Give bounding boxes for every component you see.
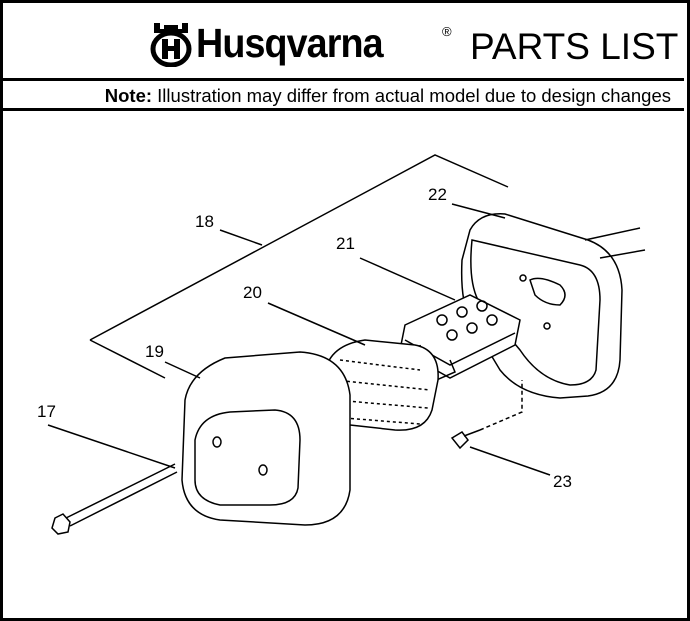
note-label: Note: [104, 85, 153, 106]
exploded-parts-diagram [47, 154, 646, 535]
assembly-bracket-18 [89, 154, 509, 379]
front-cover-19 [164, 351, 351, 526]
note-body: Illustration may differ from actual mode… [152, 85, 671, 106]
part-label-20: 20 [243, 283, 262, 302]
note-text: Note: Illustration may differ from actua… [105, 85, 671, 107]
screw-23 [450, 380, 551, 476]
part-label-19: 19 [145, 342, 164, 361]
part-label-21: 21 [336, 234, 355, 253]
part-label-22: 22 [428, 185, 447, 204]
part-label-17: 17 [37, 402, 56, 421]
note-bar: Note: Illustration may differ from actua… [0, 81, 684, 111]
registered-mark: ® [442, 24, 452, 39]
brand-name: Husqvarna [196, 20, 384, 66]
husqvarna-logo: Husqvarna [150, 20, 399, 67]
crown-h-logo-icon [150, 22, 192, 67]
header: Husqvarna ® PARTS LIST [0, 0, 684, 81]
part-label-18: 18 [195, 212, 214, 231]
page-title: PARTS LIST [470, 26, 679, 67]
long-bolt-17 [47, 424, 178, 535]
part-label-23: 23 [553, 472, 572, 491]
